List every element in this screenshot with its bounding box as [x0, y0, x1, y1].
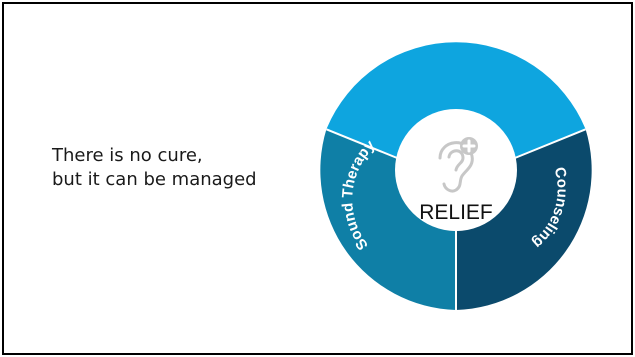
segment-divider — [512, 128, 586, 160]
text-line-1: There is no cure, — [52, 145, 203, 166]
segment-sound-therapy — [320, 129, 456, 310]
ear-plus-icon — [438, 137, 478, 193]
center-label: RELIEF — [419, 201, 493, 224]
slide-text: There is no cure, but it can be managed — [52, 144, 257, 192]
segment-divider — [326, 128, 400, 160]
segment-amplification — [326, 42, 586, 160]
segment-counseling — [456, 129, 592, 310]
text-line-2: but it can be managed — [52, 169, 257, 190]
